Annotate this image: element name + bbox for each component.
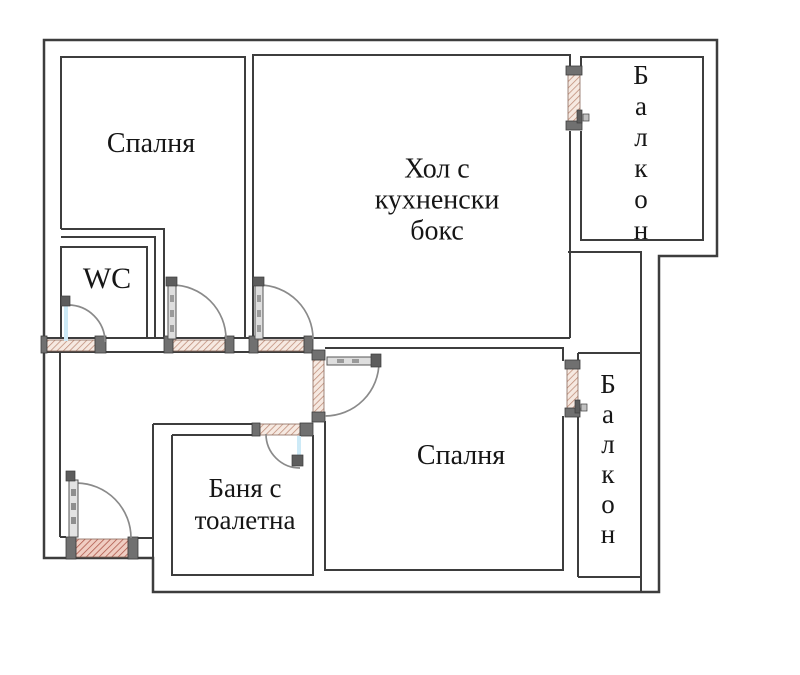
window-bottom-handle-knob — [580, 403, 588, 412]
bedroom-bottom-door-handle — [370, 353, 382, 368]
label-balcony-top: Б а л к о н — [633, 60, 649, 245]
living-door-arc — [258, 284, 314, 340]
label-wc: WC — [82, 262, 132, 295]
door-handles — [60, 109, 590, 482]
window-top-handle-bar — [576, 109, 583, 124]
thresholds — [45, 73, 581, 558]
window-bottom-handle-bar — [574, 399, 581, 414]
label-living-room: Хол с кухненски бокс — [375, 154, 500, 247]
door-jambs — [40, 65, 583, 560]
label-bedroom-bottom: Спалня — [416, 440, 506, 471]
wc-door-arc — [67, 304, 106, 343]
label-bathroom-line-2: тоалетна — [194, 505, 296, 535]
bedroom-top-door-handle — [165, 276, 178, 287]
label-living-line-1: Хол с — [404, 153, 470, 185]
wc-door-threshold — [45, 339, 96, 352]
entry-door-threshold — [75, 538, 129, 558]
outer-wall — [42, 38, 719, 594]
label-living-line-2: кухненски — [374, 184, 500, 216]
wc-door-leaf — [64, 306, 68, 341]
label-bathroom-line-1: Баня с — [208, 473, 282, 503]
bedroom-bottom-door-arc — [324, 361, 380, 417]
bedroom-bottom-door-threshold — [312, 359, 325, 414]
label-bedroom-top: Спалня — [106, 128, 196, 159]
label-bathroom: Баня с тоалетна — [195, 472, 296, 536]
entry-door-handle — [65, 470, 76, 482]
label-balcony-bottom: Б а л к о н — [600, 369, 616, 549]
bedroom-top-door-arc — [171, 284, 227, 340]
bathroom-door-leaf — [297, 436, 301, 464]
door-arcs — [67, 284, 380, 539]
window-top-handle-knob — [582, 113, 590, 122]
bathroom-door-arc — [265, 433, 301, 469]
living-door-handle — [252, 276, 265, 287]
bathroom-door-handle — [291, 454, 304, 467]
bedroom-top-door-threshold — [172, 339, 226, 352]
living-door-threshold — [257, 339, 305, 352]
wc-door-handle — [60, 295, 71, 307]
entry-door-arc — [76, 482, 132, 539]
bathroom-door-threshold — [259, 423, 301, 436]
label-living-line-3: бокс — [410, 215, 464, 247]
